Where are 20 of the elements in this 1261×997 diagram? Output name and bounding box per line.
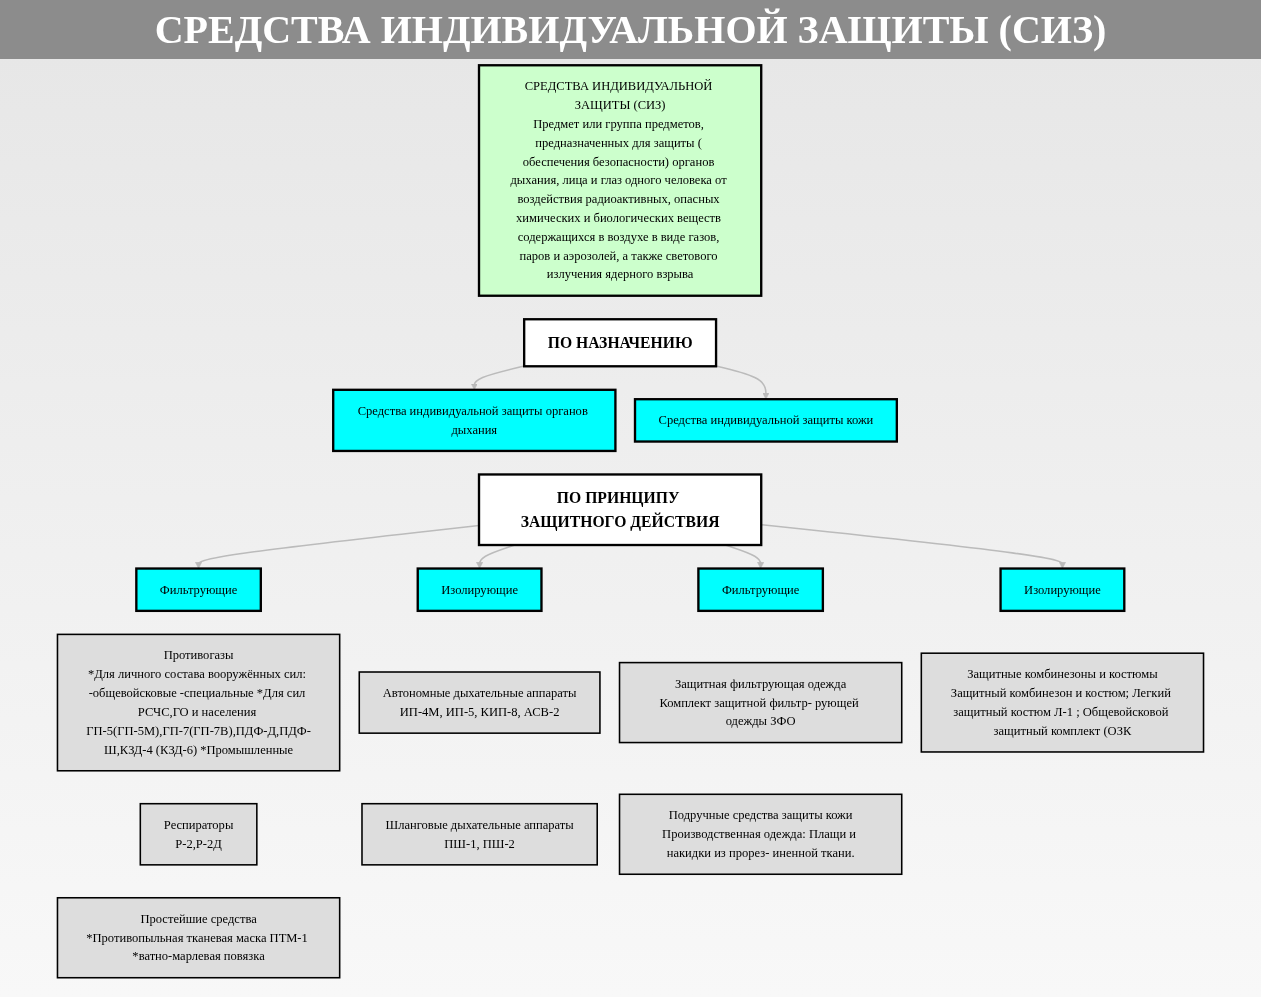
node-box: Фильтрующие (697, 567, 825, 613)
node-box: ПО НАЗНАЧЕНИЮ (523, 318, 718, 368)
node-box: Респираторы Р-2,Р-2Д (139, 802, 258, 866)
arrow (715, 365, 770, 400)
node-box: Простейшие средства *Противопыльная тканевая маска ПТМ-1 *ватно-марлевая повязка (56, 897, 341, 979)
node-box: Защитные комбинезоны и костюмы Защитный комбинезон и костюм; Легкий защитный костюм Л-1 ; Общевойсковой защитный комплект (ОЗК (920, 652, 1205, 753)
node-box: Средства индивидуальной защиты кожи (633, 398, 898, 443)
node-box: Защитная фильтрующая одежда Комплект защитной фильтр- рующей одежды ЗФО (618, 661, 903, 744)
node-box: Шланговые дыхательные аппараты ПШ-1, ПШ-2 (361, 802, 598, 866)
page-title: СРЕДСТВА ИНДИВИДУАЛЬНОЙ ЗАЩИТЫ (СИЗ) (0, 0, 1261, 59)
node-box: ПО ПРИНЦИПУ ЗАЩИТНОГО ДЕЙСТВИЯ (477, 473, 763, 547)
node-box: Подручные средства защиты кожи Производственная одежда: Плащи и накидки из прорез- иненной ткани. (618, 793, 903, 876)
node-box: Изолирующие (416, 567, 543, 613)
node-box: Автономные дыхательные аппараты ИП-4М, ИП-5, КИП-8, АСВ-2 (358, 671, 601, 734)
arrow (195, 524, 480, 569)
node-box: Противогазы *Для личного состава вооружённых сил: -общевойсковые -специальные *Для сил РСЧС,ГО и населения ГП-5(ГП-5М),ГП-7(ГП-7В),ПДФ-Д,ПДФ-Ш,КЗД-4 (КЗД-6) *Промышленные (56, 633, 341, 772)
node-box: Изолирующие (999, 567, 1126, 613)
node-box: Фильтрующие (135, 567, 262, 613)
node-box: Средства индивидуальной защиты органов дыхания (332, 388, 617, 453)
node-box: СРЕДСТВА ИНДИВИДУАЛЬНОЙ ЗАЩИТЫ (СИЗ) Предмет или группа предметов, предназначенных для защиты ( обеспечения безопасности) органов дыхания, лица и глаз одного человека от воздействия радиоактивных, опасных химических и биологических веществ содержащихся в воздухе в виде газов, паров и аэрозолей, а также светового излучения ядерного взрыва (477, 64, 763, 297)
